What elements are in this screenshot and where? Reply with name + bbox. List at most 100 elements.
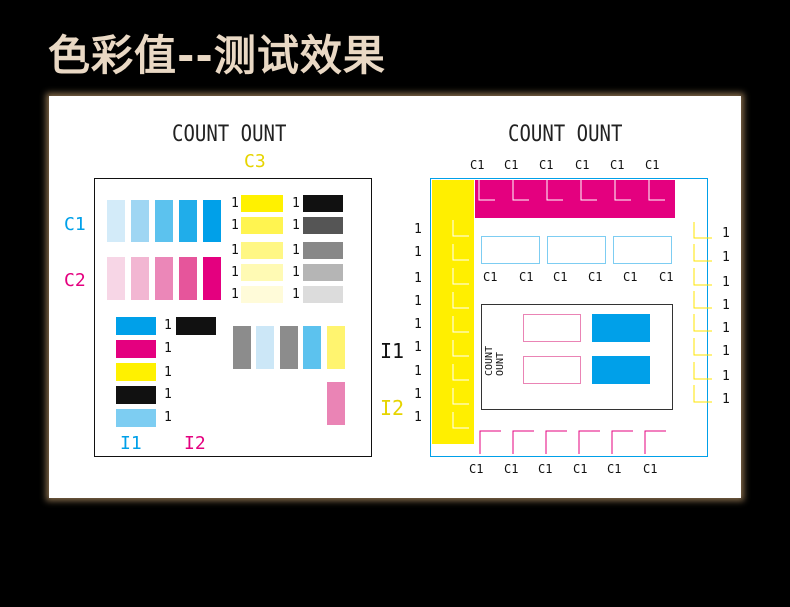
cyan-swatch-80 bbox=[179, 200, 197, 242]
c1-label: C1 bbox=[64, 214, 86, 235]
magenta-outline-box-2 bbox=[523, 356, 581, 384]
c1-mid-label: C1 bbox=[519, 270, 534, 284]
c1-bottom-label: C1 bbox=[607, 462, 622, 476]
cyan-swatch-100 bbox=[203, 200, 221, 242]
pink-bar bbox=[327, 382, 345, 425]
cyan-swatch-60 bbox=[155, 200, 173, 242]
magenta-swatch-80 bbox=[179, 257, 197, 300]
value-label: 1 bbox=[292, 196, 300, 211]
value-label: 1 bbox=[414, 387, 422, 402]
value-label: 1 bbox=[164, 318, 172, 333]
yellow-swatch-20 bbox=[241, 286, 283, 303]
black-swatch-20 bbox=[303, 286, 343, 303]
value-label: 1 bbox=[722, 275, 730, 290]
value-label: 1 bbox=[414, 245, 422, 260]
c1-bottom-label: C1 bbox=[538, 462, 553, 476]
c1-top-label: C1 bbox=[610, 158, 625, 172]
value-label: 1 bbox=[722, 298, 730, 313]
c1-top-label: C1 bbox=[645, 158, 660, 172]
black-solid-swatch bbox=[176, 317, 216, 335]
magenta-swatch-60 bbox=[155, 257, 173, 300]
yellow-bar bbox=[327, 326, 345, 369]
c1-top-label: C1 bbox=[470, 158, 485, 172]
value-label: 1 bbox=[292, 218, 300, 233]
c1-bottom-label: C1 bbox=[643, 462, 658, 476]
c1-top-label: C1 bbox=[539, 158, 554, 172]
c3-label: C3 bbox=[244, 151, 266, 172]
value-label: 1 bbox=[414, 294, 422, 309]
value-label: 1 bbox=[231, 265, 239, 280]
value-label: 1 bbox=[414, 340, 422, 355]
middle-i1-label: I1 bbox=[380, 339, 405, 363]
right-test-frame bbox=[430, 178, 708, 457]
c1-mid-label: C1 bbox=[553, 270, 568, 284]
test-sheet: COUNT OUNT C3 C1 C2 1 1 1 1 1 1 1 1 1 1 … bbox=[49, 96, 741, 498]
cyan-solid-swatch bbox=[116, 317, 156, 335]
inner-test-panel bbox=[481, 304, 673, 410]
c2-label: C2 bbox=[64, 270, 86, 291]
value-label: 1 bbox=[414, 271, 422, 286]
left-test-frame bbox=[94, 178, 372, 457]
value-label: 1 bbox=[414, 410, 422, 425]
value-label: 1 bbox=[414, 317, 422, 332]
value-label: 1 bbox=[722, 392, 730, 407]
black-solid-swatch-2 bbox=[116, 386, 156, 404]
value-label: 1 bbox=[722, 344, 730, 359]
light-cyan-bar bbox=[256, 326, 274, 369]
value-label: 1 bbox=[231, 287, 239, 302]
value-label: 1 bbox=[164, 365, 172, 380]
grey-bar bbox=[233, 326, 251, 369]
cyan-outline-box-3 bbox=[613, 236, 672, 264]
page-title: 色彩值--测试效果 bbox=[48, 31, 386, 80]
left-heading: COUNT OUNT bbox=[172, 121, 287, 147]
value-label: 1 bbox=[722, 369, 730, 384]
yellow-swatch-60 bbox=[241, 242, 283, 259]
cyan-solid-box-2 bbox=[592, 356, 650, 384]
value-label: 1 bbox=[231, 196, 239, 211]
cyan-solid-box bbox=[592, 314, 650, 342]
cyan-bar bbox=[303, 326, 321, 369]
middle-i2-label: I2 bbox=[380, 396, 405, 420]
yellow-swatch-80 bbox=[241, 217, 283, 234]
cyan-swatch-30 bbox=[131, 200, 149, 242]
magenta-solid-swatch bbox=[116, 340, 156, 358]
i2-label: I2 bbox=[184, 433, 206, 454]
value-label: 1 bbox=[722, 321, 730, 336]
black-swatch-40 bbox=[303, 264, 343, 281]
value-label: 1 bbox=[722, 250, 730, 265]
c1-top-label: C1 bbox=[575, 158, 590, 172]
value-label: 1 bbox=[164, 387, 172, 402]
right-heading: COUNT OUNT bbox=[508, 121, 623, 147]
magenta-outline-box bbox=[523, 314, 581, 342]
value-label: 1 bbox=[164, 341, 172, 356]
grey-bar-2 bbox=[280, 326, 298, 369]
value-label: 1 bbox=[414, 222, 422, 237]
magenta-swatch-10 bbox=[107, 257, 125, 300]
c1-top-label: C1 bbox=[504, 158, 519, 172]
value-label: 1 bbox=[292, 243, 300, 258]
c1-mid-label: C1 bbox=[659, 270, 674, 284]
black-swatch-60 bbox=[303, 242, 343, 259]
cyan-swatch-10 bbox=[107, 200, 125, 242]
value-label: 1 bbox=[231, 218, 239, 233]
black-swatch-80 bbox=[303, 217, 343, 234]
black-swatch-100 bbox=[303, 195, 343, 212]
c1-bottom-label: C1 bbox=[573, 462, 588, 476]
value-label: 1 bbox=[722, 226, 730, 241]
magenta-strip bbox=[475, 180, 675, 218]
c1-mid-label: C1 bbox=[483, 270, 498, 284]
i1-label: I1 bbox=[120, 433, 142, 454]
magenta-swatch-30 bbox=[131, 257, 149, 300]
light-cyan-solid-swatch bbox=[116, 409, 156, 427]
cyan-outline-box-2 bbox=[547, 236, 606, 264]
value-label: 1 bbox=[164, 410, 172, 425]
yellow-swatch-40 bbox=[241, 264, 283, 281]
magenta-swatch-100 bbox=[203, 257, 221, 300]
value-label: 1 bbox=[292, 265, 300, 280]
value-label: 1 bbox=[292, 287, 300, 302]
c1-bottom-label: C1 bbox=[504, 462, 519, 476]
registration-marks bbox=[452, 180, 712, 454]
cyan-outline-box bbox=[481, 236, 540, 264]
value-label: 1 bbox=[414, 364, 422, 379]
c1-mid-label: C1 bbox=[623, 270, 638, 284]
